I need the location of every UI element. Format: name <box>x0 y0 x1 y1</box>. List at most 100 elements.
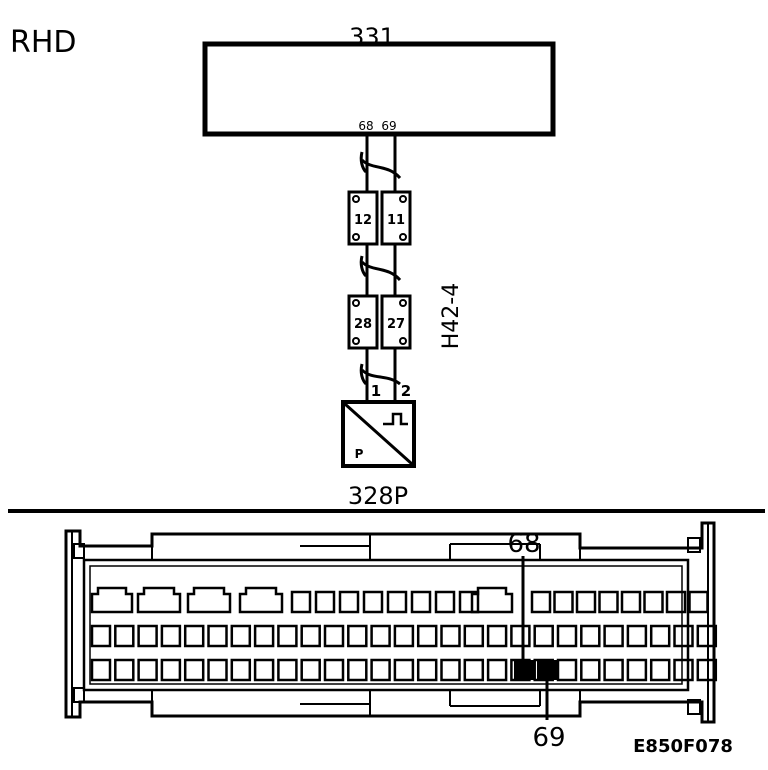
pin-cavity <box>598 590 619 614</box>
pin-cavity-large <box>238 586 284 614</box>
pin-cavity <box>253 624 275 648</box>
pin-cavity <box>580 624 601 648</box>
pin-cavity-large <box>470 586 514 614</box>
pin-cavity <box>90 624 112 648</box>
pin-cavity <box>362 590 384 614</box>
pin-cavity <box>556 624 578 648</box>
pin-cavity <box>580 658 601 682</box>
pin-cavity <box>556 658 578 682</box>
pin-cavity <box>463 624 485 648</box>
pin-cavity <box>314 590 336 614</box>
pin-cavity <box>416 624 438 648</box>
pin-cavity <box>183 658 205 682</box>
figure-code: E850F078 <box>633 736 733 757</box>
connector-pin-12: 12 <box>354 213 372 228</box>
sensor-label: 328P <box>348 482 408 510</box>
pin-cavity <box>643 590 664 614</box>
pin-cavity <box>393 624 415 648</box>
pin-cavity <box>347 658 368 682</box>
pin-cavity <box>207 658 228 682</box>
pin-cavity <box>626 658 648 682</box>
connector-pin-11: 11 <box>387 213 405 228</box>
pin-cavity <box>160 624 182 648</box>
pin-cavity <box>114 658 135 682</box>
pin-cavity <box>114 624 135 648</box>
pin-69-highlight <box>537 660 559 680</box>
pin-cavity-large <box>136 586 182 614</box>
pin-cavity <box>530 590 552 614</box>
ecu-label: 331 <box>349 23 395 51</box>
pin-cavity <box>386 590 408 614</box>
pin-cavity <box>463 658 485 682</box>
pin-cavity <box>323 658 345 682</box>
pin-cavity-large <box>186 586 232 614</box>
pin-row-top <box>90 586 709 614</box>
pin-cavity <box>370 658 391 682</box>
pin-cavity <box>603 624 624 648</box>
pin-cavity <box>665 590 687 614</box>
connector-12-11: 12 11 <box>347 190 412 246</box>
pin-cavity <box>553 590 574 614</box>
pin-cavity <box>370 624 391 648</box>
ecu-pin-69: 69 <box>381 119 396 133</box>
pin-cavity <box>230 624 252 648</box>
pin-cavity <box>434 590 456 614</box>
pin-cavity <box>207 624 228 648</box>
pin-cavity <box>416 658 438 682</box>
sensor-pin-2: 2 <box>401 382 411 400</box>
pin-cavity <box>347 624 368 648</box>
ecu-box <box>202 41 556 137</box>
ecu-plug <box>64 521 718 724</box>
drive-label: RHD <box>10 25 77 60</box>
wire-pair <box>359 136 402 402</box>
pin-row-middle <box>90 624 718 648</box>
connector-pin-27: 27 <box>387 317 405 332</box>
pin-68-highlight <box>514 660 534 680</box>
pin-cavity <box>458 590 480 614</box>
pin-cavity <box>673 624 694 648</box>
pin-cavity <box>230 658 252 682</box>
connector-name: H42-4 <box>439 283 464 349</box>
pin-cavity <box>696 658 718 682</box>
ecu-pin-68: 68 <box>358 119 373 133</box>
pin-cavity <box>300 624 321 648</box>
pin-cavity <box>510 624 531 648</box>
pin-cavity <box>277 624 298 648</box>
pin-cavity <box>290 590 312 614</box>
pin-cavity <box>440 658 461 682</box>
pin-cavity <box>533 624 554 648</box>
pin-cavity <box>649 624 671 648</box>
pulse-icon <box>383 412 408 426</box>
pin-cavity <box>90 658 112 682</box>
plug-pin-69-label: 69 <box>532 723 565 753</box>
pin-cavity <box>393 658 415 682</box>
pin-cavity <box>673 658 694 682</box>
pin-cavity <box>277 658 298 682</box>
pin-cavity <box>338 590 360 614</box>
pin-cavity <box>649 658 671 682</box>
pin-cavity <box>486 658 508 682</box>
pin-cavity <box>626 624 648 648</box>
pin-cavity <box>137 658 158 682</box>
pin-cavity <box>603 658 624 682</box>
connector-28-27: 28 27 <box>347 294 412 350</box>
pin-cavity <box>688 590 709 614</box>
pin-cavity <box>575 590 597 614</box>
pin-cavity <box>440 624 461 648</box>
pin-cavity <box>486 624 508 648</box>
sensor-pin-1: 1 <box>371 382 381 400</box>
pressure-sensor: P <box>341 400 416 468</box>
pin-cavity-large <box>90 586 134 614</box>
pin-cavity <box>620 590 642 614</box>
sensor-symbol-letter: P <box>355 447 364 461</box>
pin-cavity <box>137 624 158 648</box>
pin-row-bottom <box>90 658 718 682</box>
pin-cavity <box>253 658 275 682</box>
pin-cavity <box>183 624 205 648</box>
pin-cavity <box>410 590 432 614</box>
pin-cavity <box>696 624 718 648</box>
pin-cavity <box>300 658 321 682</box>
connector-pin-28: 28 <box>354 317 372 332</box>
pin-cavity <box>160 658 182 682</box>
